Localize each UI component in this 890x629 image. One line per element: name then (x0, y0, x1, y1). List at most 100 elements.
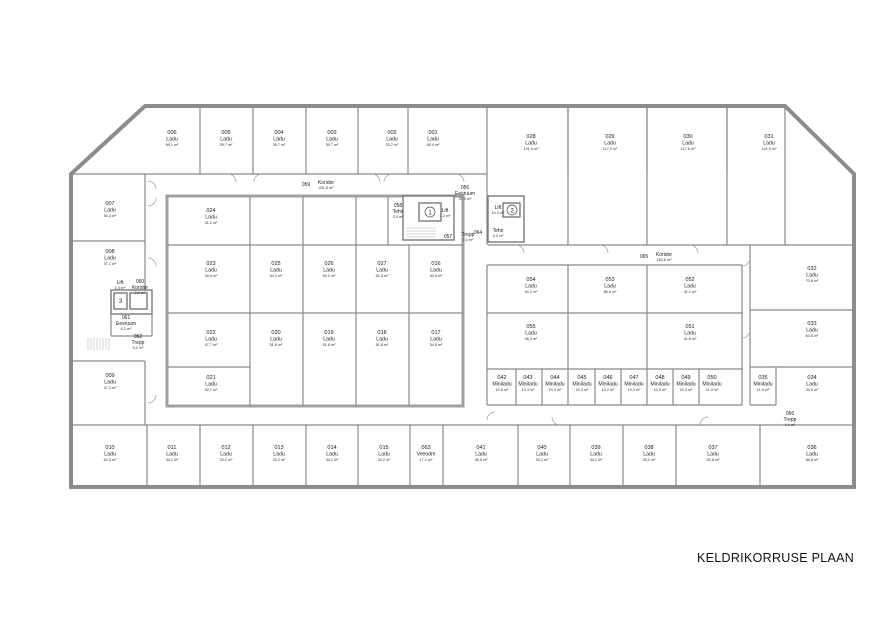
room-number: 004 (274, 130, 283, 136)
room-type: Ladu (104, 452, 116, 458)
room-area: 47,7 m² (205, 343, 219, 347)
room-type: Ladu (430, 337, 442, 343)
room-number: 057 (444, 234, 453, 240)
plan-title: KELDRIKORRUSE PLAAN (697, 551, 855, 565)
room-area: 10,3 m² (576, 388, 590, 392)
room-number: 043 (523, 375, 532, 381)
lift-area: 10,3 m² (492, 211, 506, 215)
room-type: Eesruum (455, 191, 475, 197)
room-area: 10,3 m² (628, 388, 642, 392)
room-type: Ladu (386, 137, 398, 143)
room-type: Ladu (684, 284, 696, 290)
room-type: Ladu (323, 268, 335, 274)
room-type: Koridor (656, 252, 672, 258)
room-type: Ladu (326, 137, 338, 143)
room-type: Miniladu (753, 382, 772, 388)
room-number: 028 (526, 134, 535, 140)
room-type: Koridor (318, 180, 334, 186)
room-number: 033 (807, 321, 816, 327)
room-type: Ladu (220, 137, 232, 143)
room-area: 39,7 m² (220, 143, 234, 147)
room-area: 46,3 m² (525, 337, 539, 341)
lift-label: Lift (117, 280, 124, 286)
room-area: 33,2 m² (590, 458, 604, 462)
room-type: Ladu (166, 452, 178, 458)
room-type: Ladu (427, 137, 439, 143)
room-type: Ladu (205, 337, 217, 343)
room-number: 027 (377, 261, 386, 267)
room-type: Miniladu (650, 382, 669, 388)
room-number: 011 (168, 445, 177, 451)
room-area: 2,0 m² (135, 291, 146, 295)
room-area: 33,2 m² (326, 458, 340, 462)
room-type: Ladu (326, 452, 338, 458)
lift-area: 2,4 m² (115, 286, 126, 290)
room-number: 055 (526, 324, 535, 330)
room-type: Ladu (806, 328, 818, 334)
room-number: 066 (786, 411, 795, 417)
room-type: Ladu (205, 268, 217, 274)
room-area: 201,8 m² (319, 186, 335, 190)
room-number: 016 (431, 261, 440, 267)
room-area: 51,8 m² (323, 343, 337, 347)
room-type: Ladu (604, 284, 616, 290)
room-area: 11,3 m² (706, 388, 719, 392)
room-type: Miniladu (598, 382, 617, 388)
room-number: 064 (474, 230, 483, 236)
room-number: 035 (758, 375, 767, 381)
room-type: Ladu (376, 337, 388, 343)
room-number: 046 (603, 375, 612, 381)
room-number: 056 (461, 185, 470, 191)
room-area: 34,6 m² (806, 388, 820, 392)
room-number: 038 (644, 445, 653, 451)
room-type: Miniladu (676, 382, 695, 388)
room-area: 117,0 m² (603, 147, 618, 151)
room-area: 41,2 m² (205, 221, 219, 225)
room-area: 10,2 m² (602, 388, 616, 392)
stair-hatch (87, 227, 436, 350)
room-number: 015 (379, 445, 388, 451)
room-number: 030 (683, 134, 692, 140)
room-type: Ladu (806, 273, 818, 279)
room-area: 69,1 m² (166, 143, 180, 147)
room-area: 101,0 m² (762, 147, 778, 151)
room-type: Ladu (806, 452, 818, 458)
room-type: Ladu (430, 268, 442, 274)
room-number: 012 (221, 445, 230, 451)
room-number: 034 (807, 375, 816, 381)
room-number: 040 (537, 445, 546, 451)
lift-badge: 2 (510, 209, 514, 215)
door-swings (147, 173, 751, 426)
room-number: 008 (105, 249, 114, 255)
room-area: 41,6 m² (684, 337, 698, 341)
room-area: 4,3 m² (493, 234, 504, 238)
room-area: 69,4 m² (427, 143, 441, 147)
room-area: 5,0 m² (463, 238, 474, 242)
room-number: 054 (526, 277, 535, 283)
room-type: Miniladu (545, 382, 564, 388)
room-number: 050 (707, 375, 716, 381)
room-type: Tehn (493, 228, 504, 234)
room-area: 6,2 m² (121, 327, 132, 331)
room-area: 62,5 m² (104, 458, 118, 462)
room-type: Miniladu (492, 382, 511, 388)
room-type: Ladu (104, 256, 116, 262)
room-type: Ladu (525, 141, 537, 147)
room-area: 34,8 m² (430, 343, 444, 347)
room-type: Ladu (270, 337, 282, 343)
room-number: 026 (324, 261, 333, 267)
room-number: 002 (387, 130, 396, 136)
room-number: 024 (206, 208, 215, 214)
room-type: Tehn (393, 209, 404, 215)
room-type: Ladu (376, 268, 388, 274)
room-type: Ladu (707, 452, 719, 458)
room-number: 058 (394, 203, 403, 209)
room-area: 11,9 m² (757, 388, 770, 392)
room-number: 021 (206, 375, 215, 381)
room-area: 17,1 m² (420, 458, 434, 462)
room-type: Ladu (220, 452, 232, 458)
room-area: 33,2 m² (220, 458, 234, 462)
room-number: 061 (122, 315, 131, 321)
room-area: 101,5 m² (524, 147, 540, 151)
